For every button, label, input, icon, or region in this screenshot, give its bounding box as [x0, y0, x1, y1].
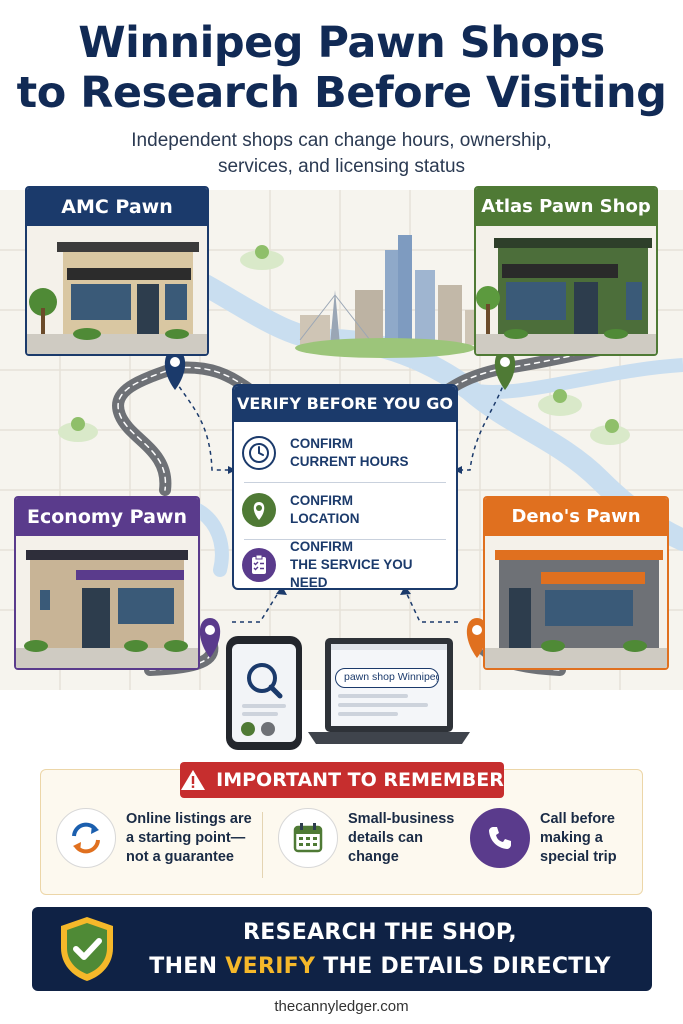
banner-line-2: THEN VERIFY THE DETAILS DIRECTLY — [130, 954, 630, 979]
verify-item-location: CONFIRM LOCATION — [242, 483, 448, 537]
verify-item-line1: CONFIRM — [290, 493, 353, 508]
remember-item-details: Small-business details can change — [278, 808, 468, 868]
map-pins — [164, 350, 516, 658]
phone-icon — [470, 808, 530, 868]
verify-item-line2: LOCATION — [290, 511, 360, 526]
verify-item-line2: CURRENT HOURS — [290, 454, 409, 469]
shop-card-denos-pawn-sales[interactable]: Deno's Pawn Sales — [483, 496, 669, 670]
remember-line: Call before — [540, 810, 615, 827]
verify-item-service: CONFIRM THE SERVICE YOU NEED — [242, 538, 448, 590]
remember-line: a starting point— — [126, 829, 246, 846]
calendar-icon — [278, 808, 338, 868]
subtitle-line-2: services, and licensing status — [217, 156, 466, 177]
remember-line: Small-business — [348, 810, 455, 827]
divider — [244, 482, 446, 483]
remember-line: special trip — [540, 848, 617, 865]
banner-text: THEN — [149, 954, 226, 979]
phone-and-laptop-illustration — [226, 636, 470, 750]
remember-title: IMPORTANT TO REMEMBER — [216, 769, 504, 791]
shield-check-icon — [61, 917, 113, 981]
storefront-illustration — [476, 226, 656, 354]
shop-name: Atlas Pawn Shop — [476, 188, 656, 226]
verify-checklist-panel: VERIFY BEFORE YOU GO CONFIRM CURRENT HOUR… — [232, 384, 458, 590]
remember-line: details can — [348, 829, 423, 846]
location-pin-icon — [242, 493, 276, 527]
banner-highlight: VERIFY — [225, 954, 316, 979]
important-to-remember-badge: IMPORTANT TO REMEMBER — [180, 762, 504, 798]
search-input[interactable]: pawn shop Winnipeg — [335, 668, 439, 688]
storefront-illustration — [485, 536, 667, 668]
bottom-banner — [32, 907, 652, 991]
remember-item-call: Call before making a special trip — [470, 808, 640, 868]
remember-line: making a — [540, 829, 603, 846]
important-to-remember-panel — [40, 769, 643, 895]
footer-url[interactable]: thecannyledger.com — [274, 998, 409, 1015]
warning-icon — [181, 770, 206, 790]
shop-name: AMC Pawn — [27, 188, 207, 226]
shop-card-atlas-pawn-shop[interactable]: Atlas Pawn Shop — [474, 186, 658, 356]
storefront-illustration — [16, 536, 198, 668]
verify-item-line1: CONFIRM — [290, 436, 353, 451]
remember-line: change — [348, 848, 399, 865]
refresh-arrows-icon — [56, 808, 116, 868]
verify-item-hours: CONFIRM CURRENT HOURS — [242, 426, 448, 480]
shop-name: Deno's Pawn Sales — [485, 498, 667, 565]
verify-item-line1: CONFIRM — [290, 539, 353, 554]
remember-line: not a guarantee — [126, 848, 234, 865]
shop-card-economy-pawn[interactable]: Economy Pawn — [14, 496, 200, 670]
clipboard-checklist-icon — [242, 548, 276, 582]
page-title-line-1: Winnipeg Pawn Shops — [78, 18, 605, 68]
clock-icon — [242, 436, 276, 470]
banner-line-1: RESEARCH THE SHOP, — [243, 920, 517, 945]
banner-text: THE DETAILS DIRECTLY — [315, 954, 611, 979]
remember-item-listings: Online listings are a starting point— no… — [56, 808, 256, 868]
divider — [262, 812, 263, 878]
shop-name: Economy Pawn — [16, 498, 198, 536]
remember-line: Online listings are — [126, 810, 252, 827]
divider — [244, 539, 446, 540]
shop-card-amc-pawn[interactable]: AMC Pawn — [25, 186, 209, 356]
storefront-illustration — [27, 226, 207, 354]
subtitle-line-1: Independent shops can change hours, owne… — [131, 130, 552, 151]
page-title-line-2: to Research Before Visiting — [16, 68, 667, 118]
verify-title: VERIFY BEFORE YOU GO — [234, 386, 456, 422]
verify-item-line2: THE SERVICE YOU NEED — [290, 557, 413, 590]
